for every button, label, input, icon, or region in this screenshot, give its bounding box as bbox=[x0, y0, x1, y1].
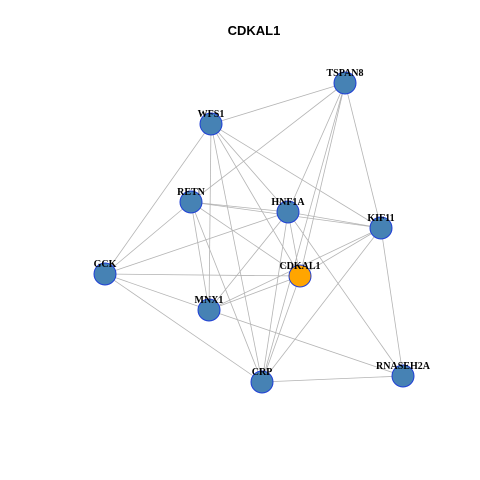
edge-tspan8-crp bbox=[261, 82, 346, 383]
node-circle-hnf1a bbox=[276, 200, 300, 224]
edge-wfs1-gck bbox=[104, 123, 212, 275]
edge-kif11-rnaseh2a bbox=[380, 227, 404, 377]
edge-gck-crp bbox=[104, 273, 263, 383]
node-circle-kif11 bbox=[369, 216, 393, 240]
edge-gck-cdkal1 bbox=[104, 273, 301, 277]
edge-kif11-cdkal1 bbox=[299, 227, 382, 277]
node-tspan8: TSPAN8 bbox=[326, 68, 364, 95]
edge-retn-gck bbox=[104, 201, 192, 275]
edge-wfs1-cdkal1 bbox=[210, 123, 301, 277]
graph-title: CDKAL1 bbox=[228, 23, 281, 38]
node-circle-cdkal1 bbox=[288, 264, 312, 288]
node-label-mnx1: MNX1 bbox=[195, 295, 224, 306]
node-circle-gck bbox=[93, 262, 117, 286]
edge-retn-crp bbox=[190, 201, 263, 383]
edge-tspan8-hnf1a bbox=[287, 82, 346, 213]
edge-mnx1-rnaseh2a bbox=[208, 309, 404, 377]
edge-wfs1-mnx1 bbox=[208, 123, 212, 311]
edge-hnf1a-mnx1 bbox=[208, 211, 289, 311]
node-label-retn: RETN bbox=[177, 187, 206, 198]
node-circle-retn bbox=[179, 190, 203, 214]
edge-hnf1a-rnaseh2a bbox=[287, 211, 404, 377]
edge-cdkal1-mnx1 bbox=[208, 275, 301, 311]
node-label-crp: CRP bbox=[252, 367, 273, 378]
edge-tspan8-retn bbox=[190, 82, 346, 203]
edge-hnf1a-kif11 bbox=[287, 211, 382, 229]
node-retn: RETN bbox=[177, 187, 206, 214]
node-kif11: KIF11 bbox=[367, 213, 395, 240]
node-circle-crp bbox=[250, 370, 274, 394]
edge-hnf1a-crp bbox=[261, 211, 289, 383]
edge-wfs1-crp bbox=[210, 123, 263, 383]
edge-hnf1a-gck bbox=[104, 211, 289, 275]
edge-retn-hnf1a bbox=[190, 201, 289, 213]
node-gck: GCK bbox=[93, 259, 117, 286]
edge-cdkal1-crp bbox=[261, 275, 301, 383]
node-label-rnaseh2a: RNASEH2A bbox=[376, 361, 431, 372]
edge-crp-rnaseh2a bbox=[261, 375, 404, 383]
node-crp: CRP bbox=[250, 367, 274, 394]
node-label-tspan8: TSPAN8 bbox=[326, 68, 363, 79]
node-circle-tspan8 bbox=[333, 71, 357, 95]
node-label-wfs1: WFS1 bbox=[198, 109, 225, 120]
node-rnaseh2a: RNASEH2A bbox=[376, 361, 431, 388]
node-label-kif11: KIF11 bbox=[367, 213, 394, 224]
node-label-hnf1a: HNF1A bbox=[271, 197, 305, 208]
node-mnx1: MNX1 bbox=[195, 295, 224, 322]
node-cdkal1: CDKAL1 bbox=[279, 261, 321, 288]
node-label-gck: GCK bbox=[94, 259, 117, 270]
edge-tspan8-wfs1 bbox=[210, 82, 346, 125]
edges-layer bbox=[104, 82, 404, 383]
edge-retn-mnx1 bbox=[190, 201, 210, 311]
node-circle-wfs1 bbox=[199, 112, 223, 136]
edge-tspan8-cdkal1 bbox=[299, 82, 346, 277]
node-hnf1a: HNF1A bbox=[271, 197, 305, 224]
edge-wfs1-kif11 bbox=[210, 123, 382, 229]
edge-retn-cdkal1 bbox=[190, 201, 301, 277]
node-label-cdkal1: CDKAL1 bbox=[279, 261, 320, 272]
edge-gck-mnx1 bbox=[104, 273, 210, 311]
node-circle-mnx1 bbox=[197, 298, 221, 322]
edge-wfs1-hnf1a bbox=[210, 123, 289, 213]
edge-tspan8-kif11 bbox=[344, 82, 382, 229]
node-wfs1: WFS1 bbox=[198, 109, 225, 136]
node-circle-rnaseh2a bbox=[391, 364, 415, 388]
edge-kif11-crp bbox=[261, 227, 382, 383]
